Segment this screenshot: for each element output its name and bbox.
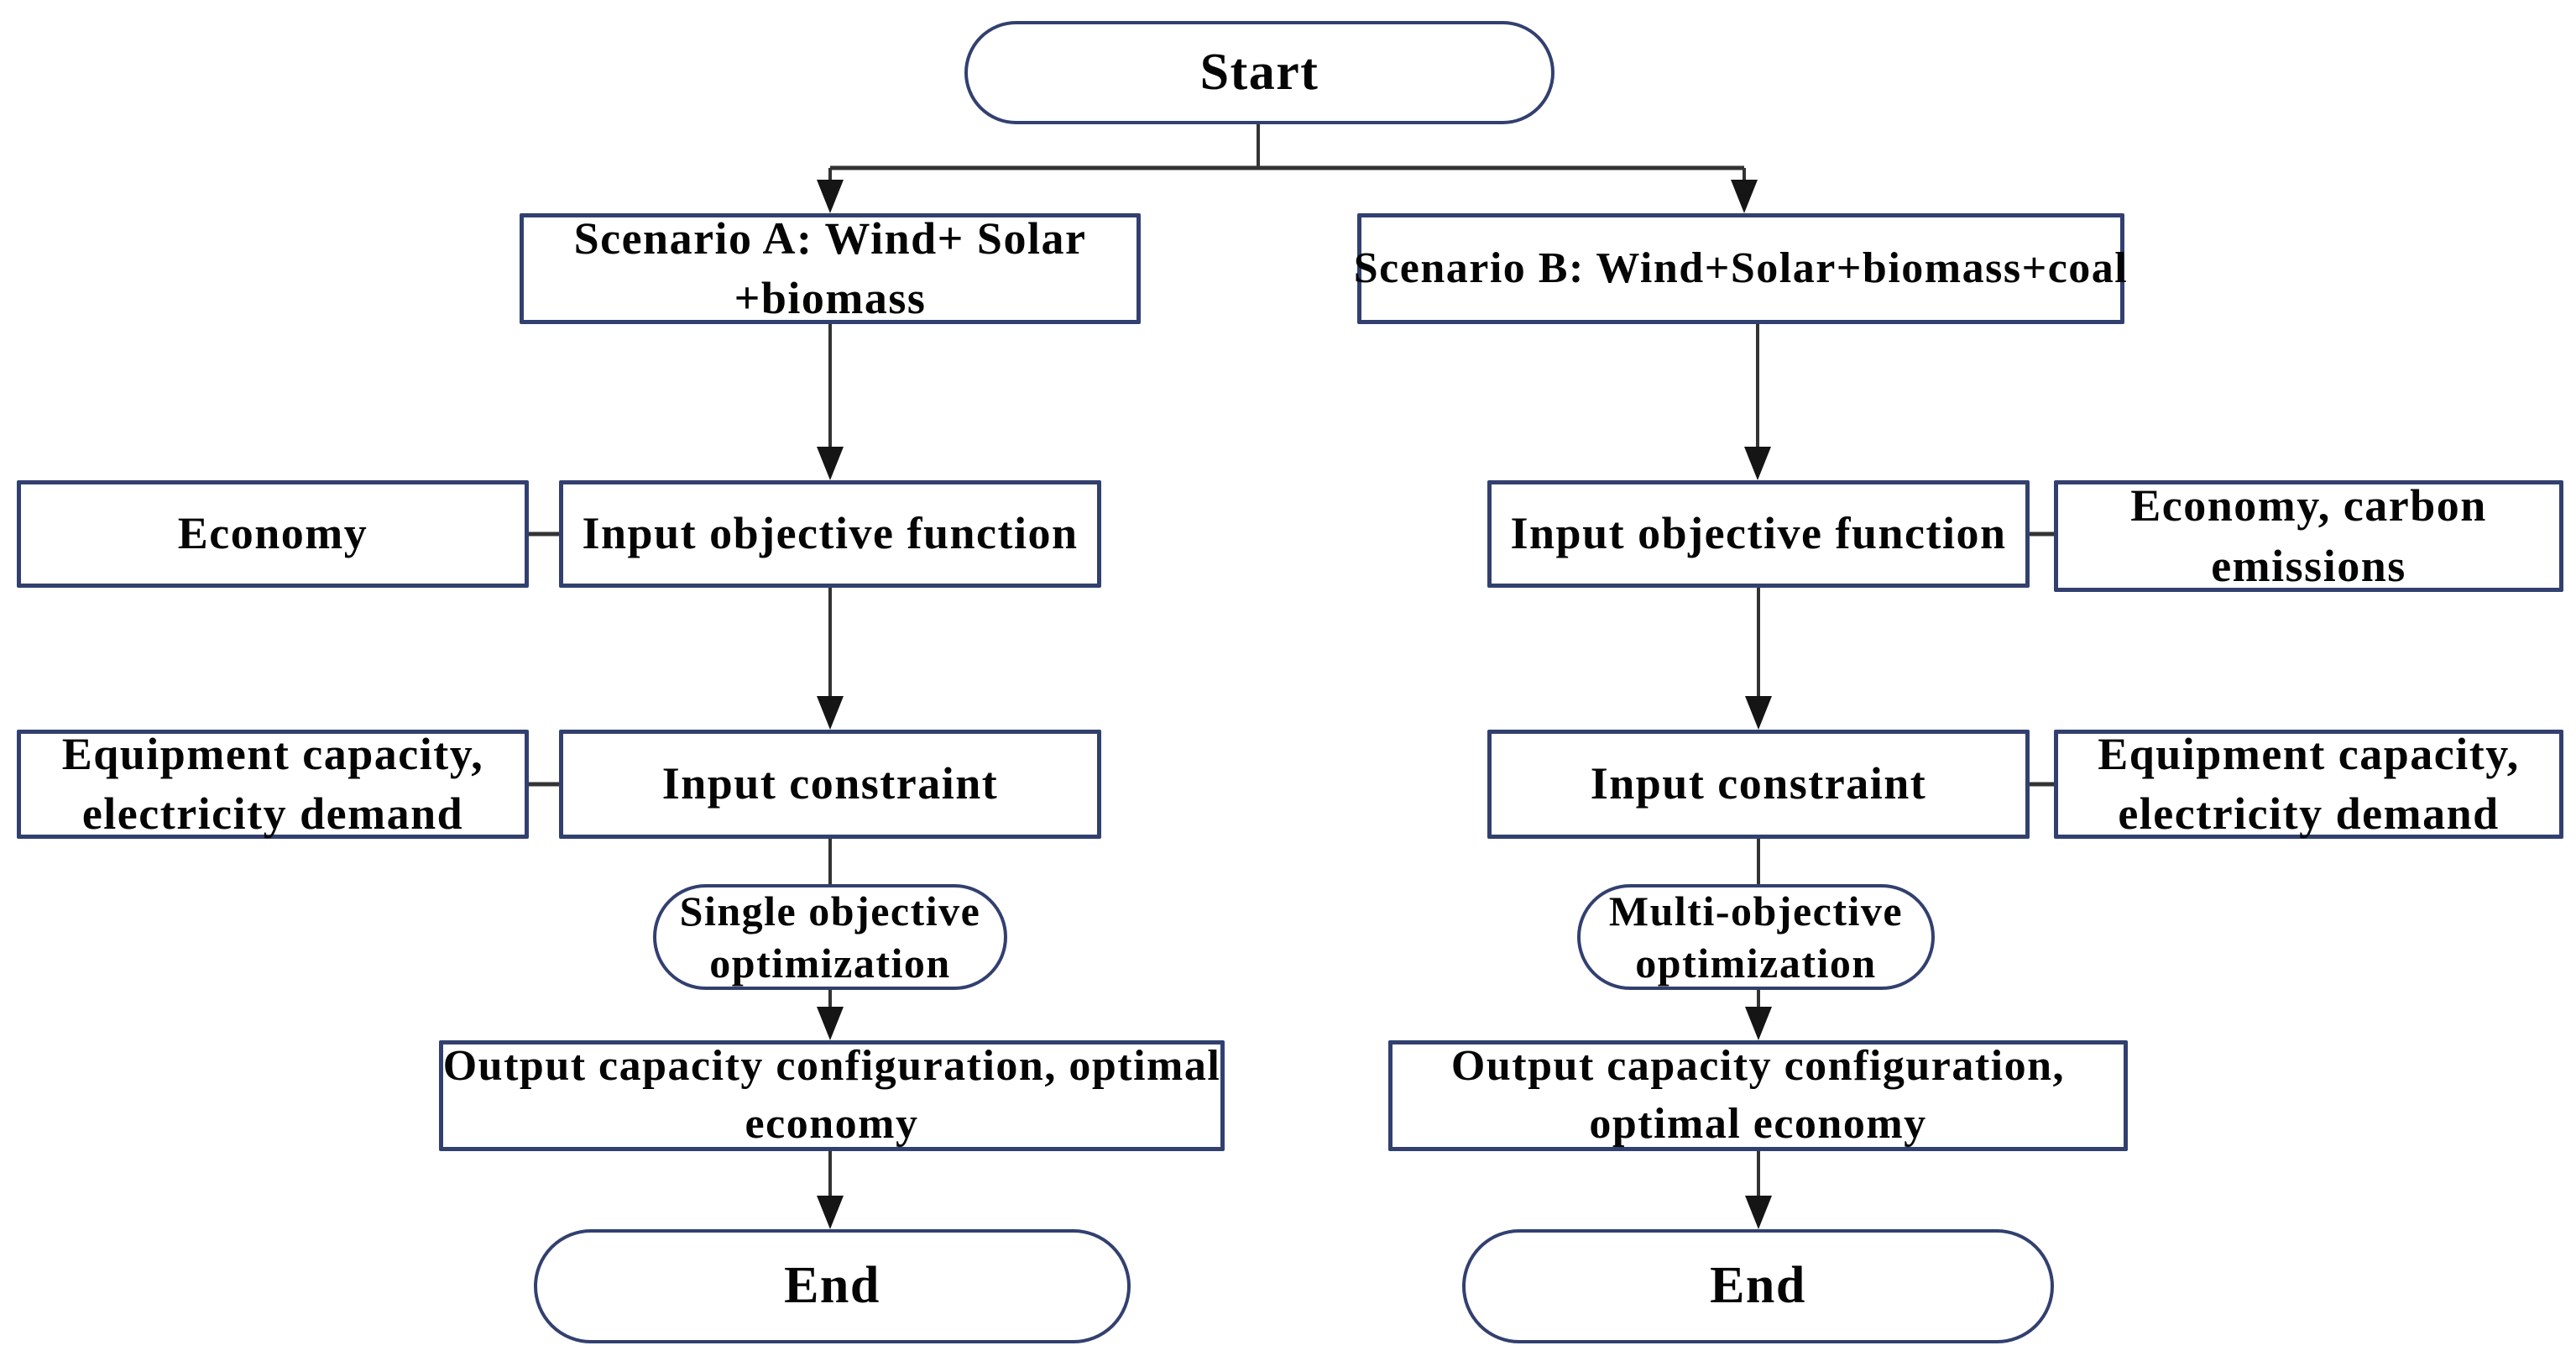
arrowhead-output-b xyxy=(1745,1007,1772,1040)
economy-input-node: Economy xyxy=(17,480,529,588)
input-objective-function-a-node: Input objective function xyxy=(559,480,1101,588)
arrowhead-end-b xyxy=(1745,1196,1772,1229)
equipment-capacity-a-node: Equipment capacity, electricity demand xyxy=(17,729,529,839)
input-constraint-b-node: Input constraint xyxy=(1487,730,2030,839)
start-node: Start xyxy=(964,21,1554,124)
multi-objective-optimization-node: Multi-objective optimization xyxy=(1577,884,1935,990)
arrowhead-end-a xyxy=(817,1196,844,1229)
scenario-b-node: Scenario B: Wind+Solar+biomass+coal xyxy=(1354,213,2127,324)
economy-carbon-emissions-node: Economy, carbon emissions xyxy=(2054,480,2563,592)
scenario-a-node: Scenario A: Wind+ Solar +biomass xyxy=(520,213,1141,324)
arrowhead-objective-b xyxy=(1744,447,1771,480)
end-a-node: End xyxy=(534,1229,1131,1343)
input-constraint-a-node: Input constraint xyxy=(559,730,1101,839)
arrowhead-constraint-a xyxy=(817,696,844,730)
arrowhead-objective-a xyxy=(817,447,844,480)
end-b-node: End xyxy=(1462,1229,2054,1343)
arrowhead-constraint-b xyxy=(1745,696,1772,730)
arrowhead-branch-right xyxy=(1731,180,1758,213)
arrowhead-output-a xyxy=(817,1007,844,1040)
arrowhead-branch-left xyxy=(817,180,844,213)
equipment-capacity-b-node: Equipment capacity, electricity demand xyxy=(2054,729,2563,839)
single-objective-optimization-node: Single objective optimization xyxy=(653,884,1007,990)
output-capacity-a-node: Output capacity configuration, optimal e… xyxy=(439,1040,1225,1151)
input-objective-function-b-node: Input objective function xyxy=(1487,480,2030,588)
output-capacity-b-node: Output capacity configuration, optimal e… xyxy=(1388,1040,2128,1151)
